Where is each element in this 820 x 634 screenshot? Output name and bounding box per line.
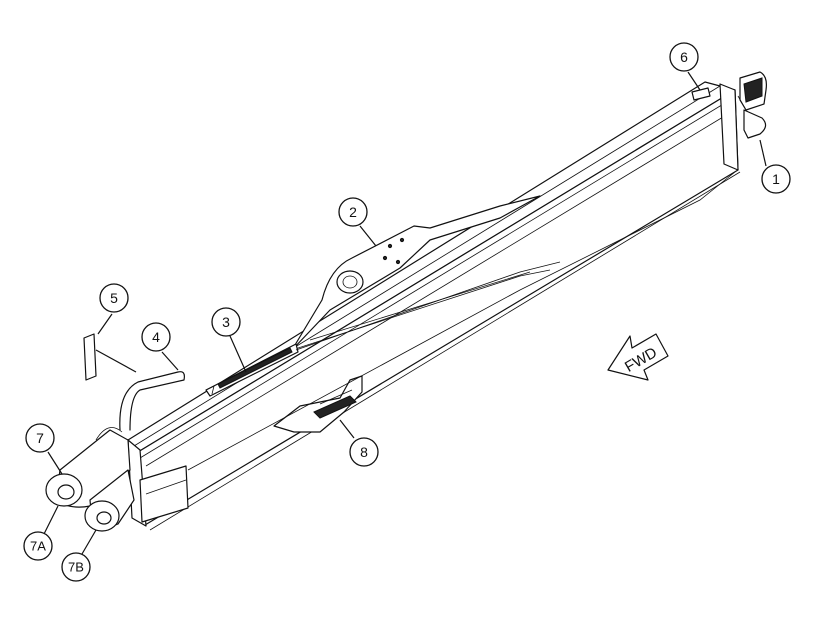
callout-7b: 7B (61, 552, 91, 582)
callout-7b-label: 7B (68, 560, 84, 575)
tip-fitting (691, 87, 711, 101)
callout-7: 7 (25, 423, 55, 453)
callout-5: 5 (99, 283, 129, 313)
callout-7-label: 7 (36, 430, 44, 446)
callout-3: 3 (211, 307, 241, 337)
callout-1: 1 (761, 164, 791, 194)
callout-2-label: 2 (349, 204, 357, 220)
callout-1-label: 1 (772, 171, 780, 187)
lower-cable (187, 171, 736, 471)
upper-cable (295, 261, 561, 351)
fwd-direction-arrow: FWD (607, 333, 669, 381)
side-bracket (119, 371, 185, 431)
callout-2: 2 (338, 197, 368, 227)
callout-5-label: 5 (110, 290, 118, 306)
small-plate (83, 333, 97, 381)
callout-6: 6 (669, 42, 699, 72)
callout-4: 4 (141, 322, 171, 352)
callout-8-label: 8 (360, 444, 368, 460)
callout-8: 8 (349, 437, 379, 467)
tip-sheave-assembly (737, 71, 767, 139)
callout-3-label: 3 (222, 314, 230, 330)
callout-7a-label: 7A (30, 539, 46, 554)
boom-foot-lugs (45, 427, 135, 532)
wear-pad (273, 375, 363, 433)
decal-strip (205, 343, 299, 397)
callout-6-label: 6 (680, 49, 688, 65)
callout-7a: 7A (23, 531, 53, 561)
boom-beam (127, 81, 741, 531)
callout-4-label: 4 (152, 329, 160, 345)
